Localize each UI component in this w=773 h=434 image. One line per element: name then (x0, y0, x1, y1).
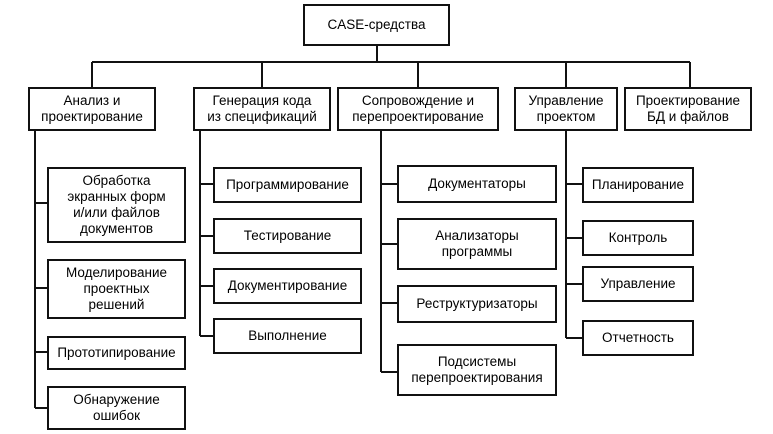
node-label-line: Управление (600, 276, 676, 291)
category-maintenance-reengineering: Сопровождение и перепроектирование (337, 87, 499, 131)
category-label-line: БД и файлов (647, 109, 729, 124)
node-label-line: Реструктуризаторы (416, 296, 538, 311)
node-label-line: решений (88, 297, 145, 312)
node-label-line: Обработка (82, 173, 151, 188)
node-program-analyzers: Анализаторы программы (397, 218, 557, 270)
node-label-line: Прототипирование (57, 345, 176, 360)
node-label-line: и/или файлов (73, 205, 160, 220)
category-label-line: из спецификаций (207, 109, 317, 124)
node-reporting: Отчетность (582, 320, 694, 356)
node-documenting: Документирование (213, 268, 362, 304)
category-label-line: проектирование (41, 109, 143, 124)
node-design-modeling: Моделирование проектных решений (47, 259, 186, 319)
node-screen-forms-processing: Обработка экранных форм и/или файлов док… (47, 167, 186, 243)
node-prototyping: Прототипирование (47, 336, 186, 370)
node-label-line: Анализаторы (435, 228, 519, 243)
node-restructurers: Реструктуризаторы (397, 285, 557, 323)
node-label-line: проектных (83, 281, 150, 296)
node-reengineering-subsystems: Подсистемы перепроектирования (397, 344, 557, 396)
node-label-line: документов (80, 221, 153, 236)
node-label-line: Тестирование (243, 228, 332, 243)
node-label-line: Обнаружение (73, 392, 160, 407)
category-code-generation: Генерация кода из спецификаций (193, 87, 331, 131)
node-label-line: экранных форм (67, 189, 166, 204)
category-label-line: Проектирование (635, 93, 741, 108)
node-label-line: ошибок (92, 408, 141, 423)
node-label-line: Выполнение (248, 328, 327, 343)
node-programming: Программирование (213, 167, 362, 203)
node-error-detection: Обнаружение ошибок (47, 386, 186, 430)
node-documentors: Документаторы (397, 165, 557, 203)
node-label-line: перепроектирования (411, 370, 543, 385)
category-label-line: Сопровождение и (361, 93, 475, 108)
category-label-line: проектом (536, 109, 596, 124)
root-label: CASE-средства (327, 17, 426, 32)
category-label-line: перепроектирование (352, 109, 484, 124)
node-label-line: программы (441, 244, 513, 259)
node-planning: Планирование (582, 167, 694, 203)
node-label-line: Подсистемы (437, 354, 517, 369)
category-project-management: Управление проектом (514, 87, 618, 131)
node-management: Управление (582, 266, 694, 302)
category-db-file-design: Проектирование БД и файлов (624, 87, 752, 131)
category-label-line: Управление (528, 93, 604, 108)
node-label-line: Документаторы (428, 176, 526, 191)
category-label-line: Анализ и (63, 93, 121, 108)
node-control: Контроль (582, 220, 694, 256)
node-testing: Тестирование (213, 218, 362, 254)
root-node: CASE-средства (303, 4, 450, 46)
node-label-line: Планирование (591, 177, 685, 192)
node-label-line: Моделирование (65, 265, 167, 280)
category-label-line: Генерация кода (212, 93, 312, 108)
node-label-line: Программирование (226, 177, 349, 192)
category-analysis-design: Анализ и проектирование (28, 87, 156, 131)
node-label-line: Документирование (227, 278, 348, 293)
node-label-line: Отчетность (602, 330, 674, 345)
node-label-line: Контроль (608, 230, 668, 245)
node-execution: Выполнение (213, 318, 362, 354)
